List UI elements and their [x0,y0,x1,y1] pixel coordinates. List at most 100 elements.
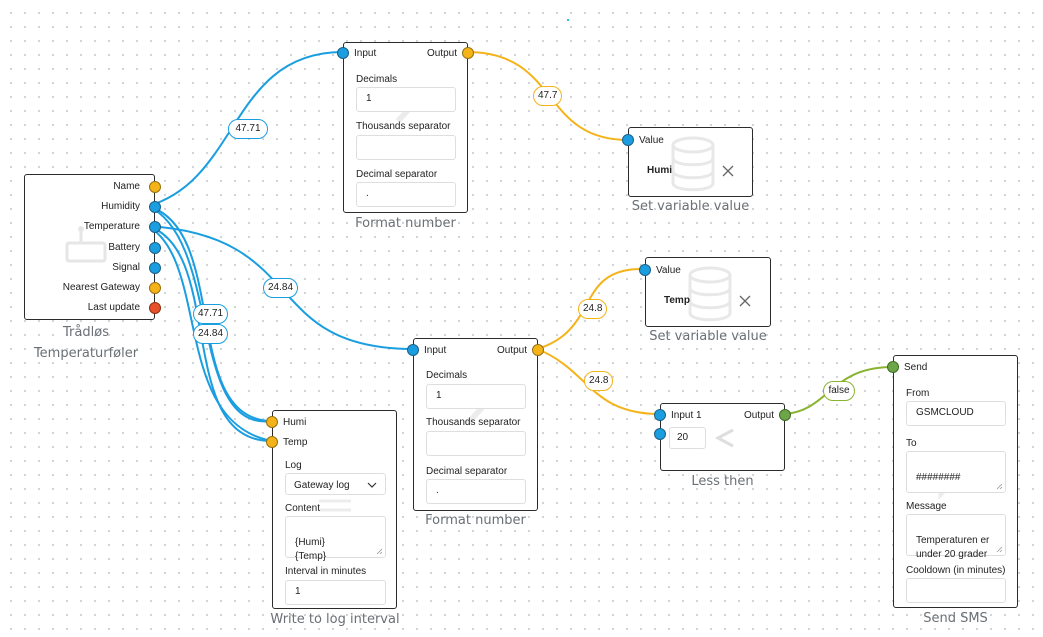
sms-to-textarea[interactable]: ######## [906,451,1006,493]
sensor-node-title: Trådløs Temperaturføler [24,322,148,364]
format2-output-label: Output [496,345,527,356]
close-icon[interactable] [739,295,751,307]
sensor-port-battery-handle[interactable] [149,242,161,254]
format-number-node-1[interactable]: Input Output Decimals 1 Thousands separa… [337,42,474,213]
wire-value-temperature: 24.84 [263,278,298,298]
wire-value-false: false [823,381,855,401]
format2-decimals-input[interactable]: 1 [426,384,526,409]
sensor-port-lastupdate-handle[interactable] [149,302,161,314]
resize-handle-icon[interactable] [996,483,1003,490]
sms-from-input[interactable]: GSMCLOUD [906,401,1006,426]
format1-thousands-input[interactable] [356,135,456,160]
chip-icon [65,226,107,263]
log-log-select[interactable]: Gateway log [285,473,386,495]
sensor-port-gateway: Nearest Gateway [63,282,140,293]
setvar1-title: Set variable value [631,199,750,214]
format-number-node-2[interactable]: Input Output Decimals 1 Thousands separa… [407,338,544,511]
sensor-title-line1: Trådløs [63,325,109,340]
setvar1-value-port[interactable] [622,134,634,146]
sensor-port-lastupdate: Last update [88,302,140,313]
sms-from-label: From [906,388,930,399]
set-variable-node-humi[interactable]: Value Humi [622,127,753,197]
sensor-node[interactable]: Name Humidity Temperature Battery Signal… [24,174,161,320]
format2-decimal-sep-input[interactable]: . [426,479,526,504]
less-output-label: Output [743,410,774,421]
sensor-port-label: Signal [112,262,140,273]
setvar2-value-port[interactable] [639,264,651,276]
setvar2-variable-name: Temp [664,295,690,306]
format2-decimals-label: Decimals [426,370,468,381]
sensor-port-temperature: Temperature [84,221,140,232]
wire-value-less: 24.8 [584,371,613,391]
setvar2-value-label: Value [656,265,681,276]
sensor-port-label: Humidity [101,201,140,212]
format1-decimal-sep-label: Decimal separator [356,169,438,180]
format1-output-label: Output [426,48,457,59]
format2-output-port[interactable] [532,344,544,356]
sms-cooldown-label: Cooldown (in minutes) [906,565,1006,576]
log-content-label: Content [285,503,321,514]
sensor-port-signal-handle[interactable] [149,262,161,274]
setvar1-variable-name: Humi [647,165,672,176]
wire-value-temperature-log: 24.84 [193,324,228,344]
format1-decimal-sep-input[interactable]: . [356,182,456,207]
sensor-port-humidity-handle[interactable] [149,201,161,213]
wire-value-humi: 47.7 [533,86,562,106]
close-icon[interactable] [722,165,734,177]
less-input1-label: Input 1 [671,410,702,421]
less-output-port[interactable] [779,409,791,421]
log-port-humi-label: Humi [283,417,307,428]
sms-send-label: Send [904,362,928,373]
sms-message-textarea[interactable]: Temperaturen er under 20 grader [906,514,1006,560]
sensor-port-humidity: Humidity [101,201,140,212]
log-port-humi[interactable] [266,416,278,428]
less-title: Less then [691,474,754,489]
log-log-label: Log [285,460,302,471]
format2-decimal-sep-label: Decimal separator [426,466,508,477]
sensor-title-line2: Temperaturføler [33,346,139,361]
format2-input-label: Input [424,345,447,356]
sensor-port-gateway-handle[interactable] [149,282,161,294]
log-content-textarea[interactable]: {Humi} {Temp} [285,516,386,562]
less-compare-input[interactable]: 20 [669,427,706,449]
format1-output-port[interactable] [462,47,474,59]
less-input2-port[interactable] [654,428,666,440]
sms-title: Send SMS [923,611,988,626]
format1-decimals-input[interactable]: 1 [356,87,456,112]
log-port-temp[interactable] [266,436,278,448]
sms-to-label: To [906,438,917,449]
resize-handle-icon[interactable] [376,548,383,555]
less-input1-port[interactable] [654,409,666,421]
format1-title: Format number [355,216,456,231]
write-log-node[interactable]: Humi Temp Log Gateway log Content {Humi}… [266,410,397,609]
sensor-port-battery: Battery [108,242,140,253]
chevron-down-icon [367,482,377,488]
sensor-port-name-handle[interactable] [149,181,161,193]
format1-input-label: Input [354,48,377,59]
sensor-port-name: Name [113,181,140,192]
sms-message-label: Message [906,501,947,512]
sms-message-value: Temperaturen er under 20 grader [916,535,990,560]
sensor-port-temperature-handle[interactable] [149,221,161,233]
setvar1-value-label: Value [639,135,664,146]
resize-handle-icon[interactable] [996,546,1003,553]
format1-input-port[interactable] [337,47,349,59]
format2-thousands-input[interactable] [426,431,526,456]
log-title: Write to log interval [270,612,400,627]
log-interval-input[interactable]: 1 [285,580,386,605]
log-content-value: {Humi} {Temp} [295,537,327,562]
send-sms-node[interactable]: Send From GSMCLOUD To ######## Message T… [887,355,1018,608]
sms-cooldown-input[interactable] [906,578,1006,603]
wire-value-humidity: 47.71 [228,119,268,139]
sensor-port-label: Temperature [83,221,140,232]
format2-input-port[interactable] [407,344,419,356]
format2-title: Format number [425,513,526,528]
sms-send-port[interactable] [887,361,899,373]
database-icon [671,136,715,192]
less-then-node[interactable]: Input 1 Output 20 [654,403,791,471]
sensor-port-label: Last update [87,302,140,313]
set-variable-node-temp[interactable]: Value Temp [639,257,771,327]
format1-thousands-label: Thousands separator [356,121,451,132]
